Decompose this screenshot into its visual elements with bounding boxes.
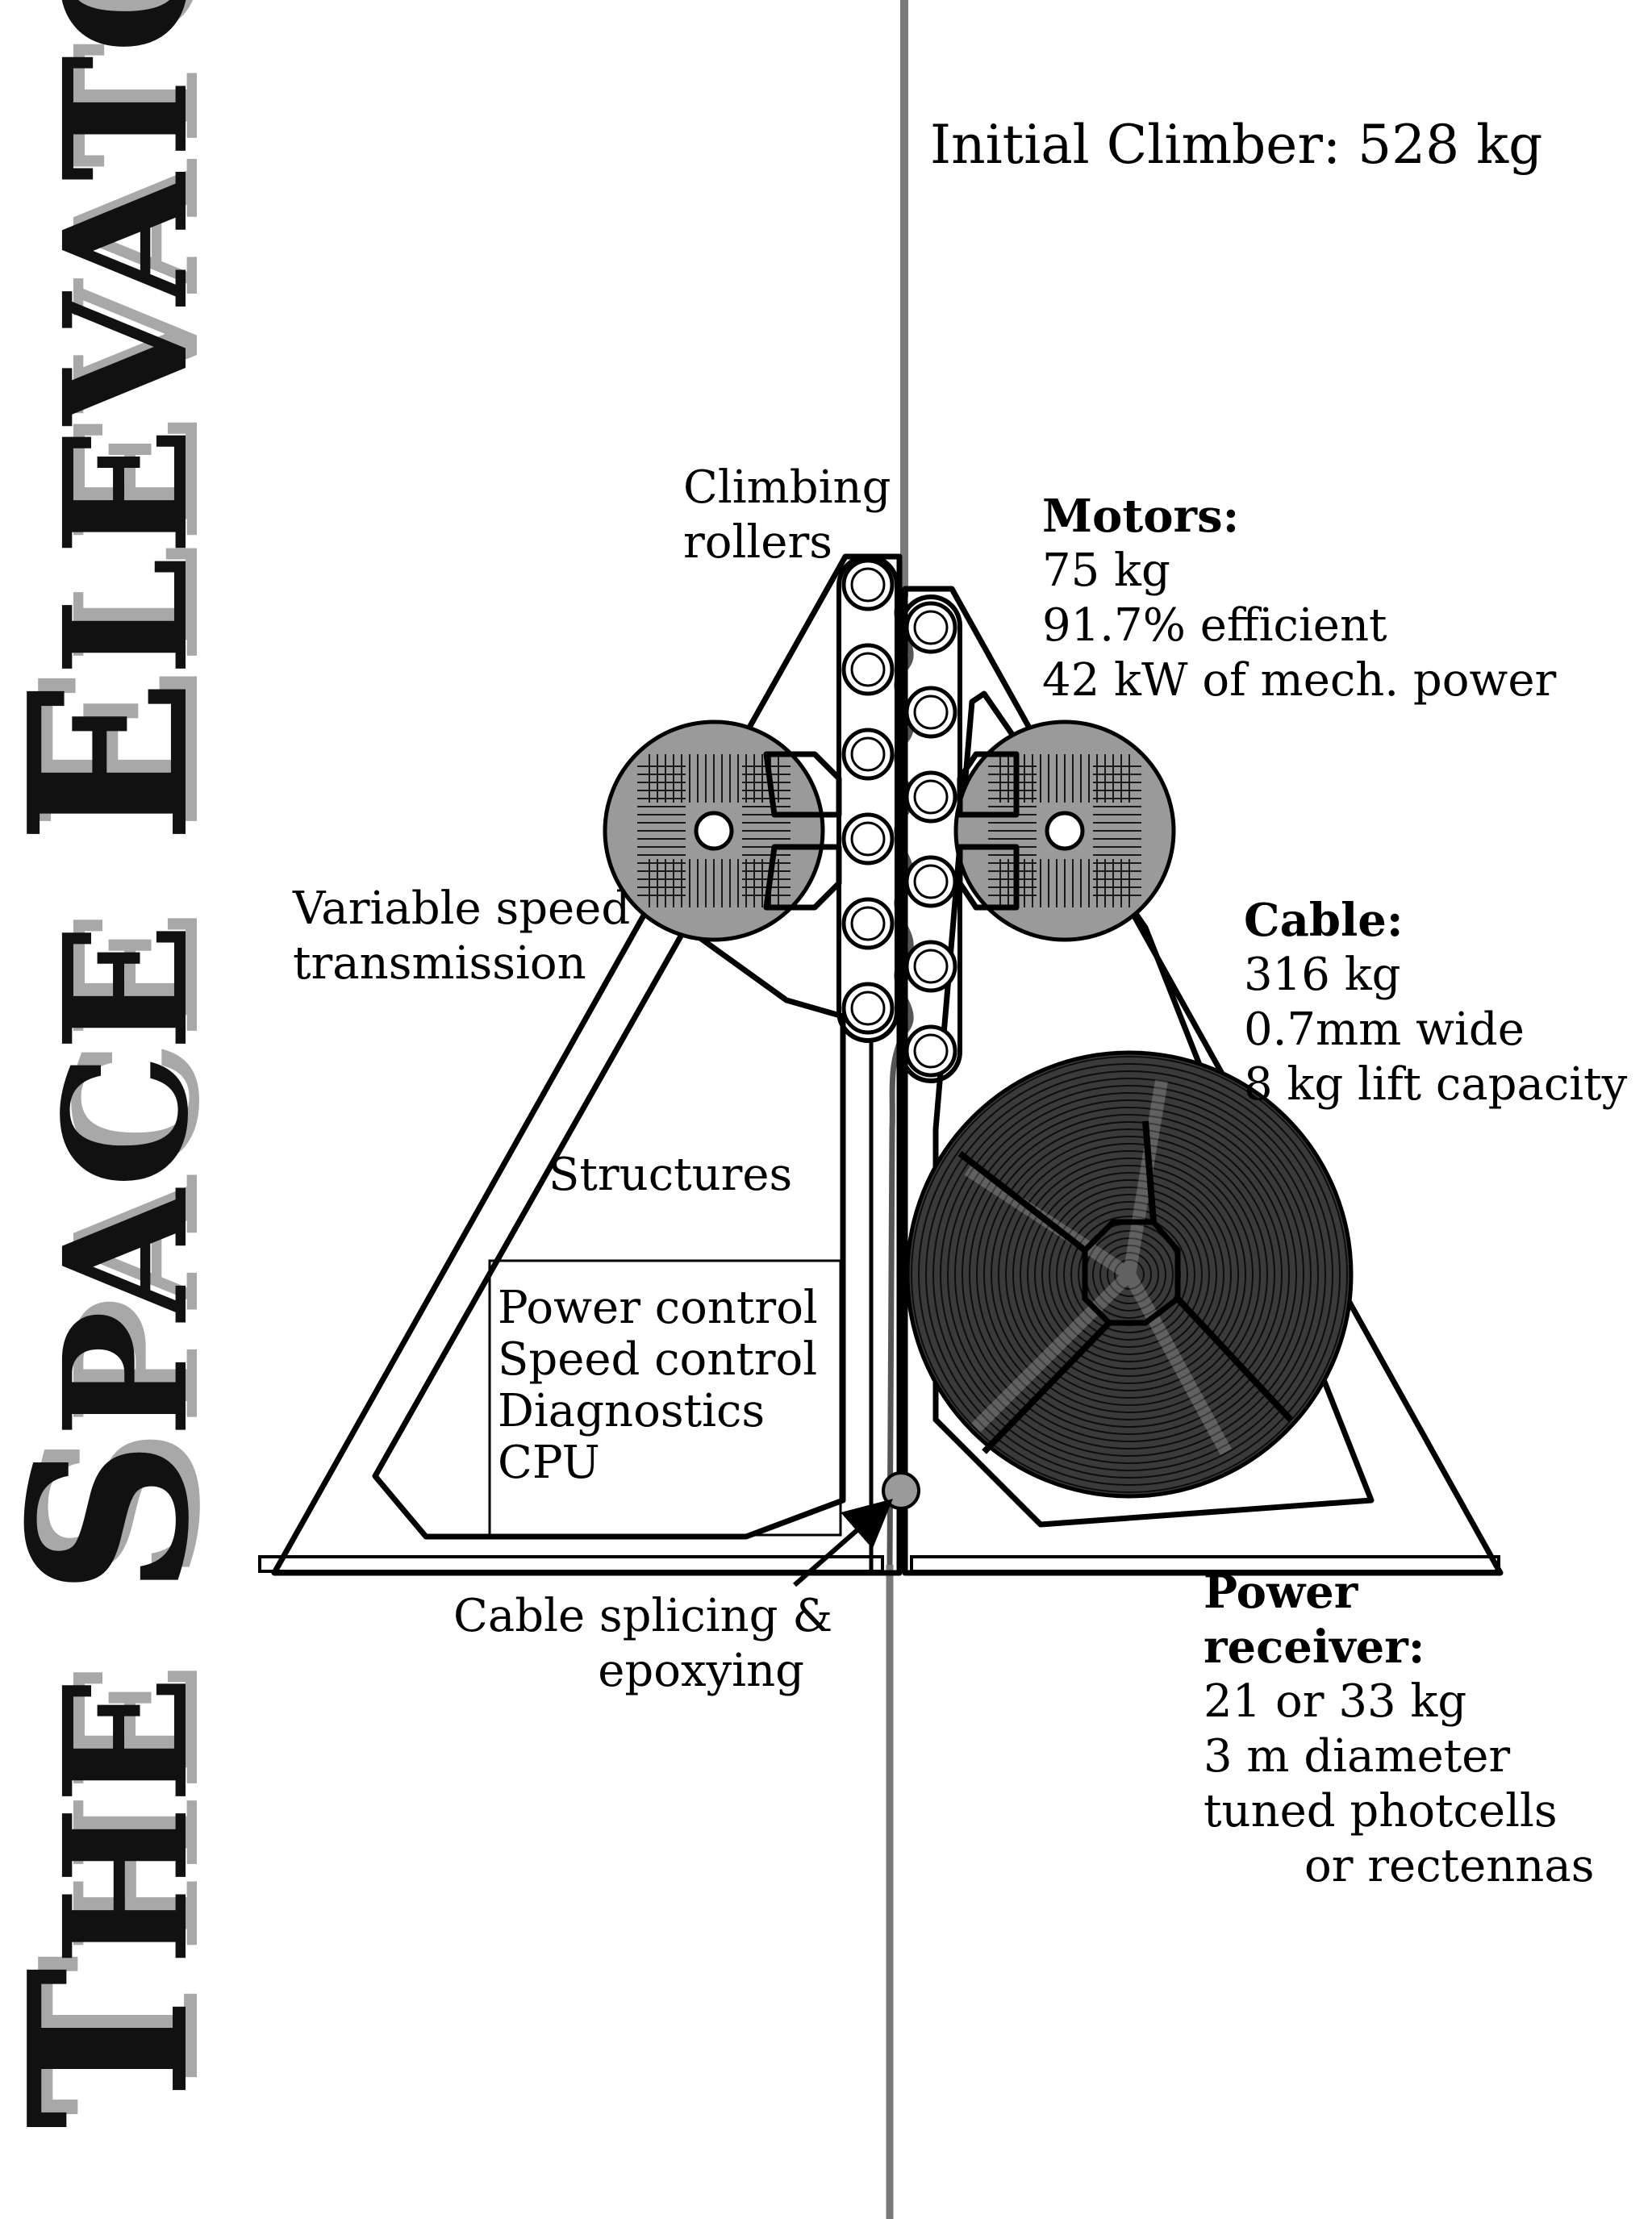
spool-winding: [911, 1056, 1348, 1493]
right-motor: [953, 720, 1176, 942]
spool-winding: [947, 1092, 1312, 1457]
left-motor: [603, 720, 842, 942]
left-roller-hub: [850, 652, 886, 687]
spool-winding: [983, 1128, 1275, 1420]
spool-winding: [976, 1121, 1283, 1428]
spool-winding: [1092, 1237, 1166, 1312]
spool-winding: [1027, 1172, 1232, 1377]
spool-winding: [969, 1114, 1290, 1435]
left-frame-inner: [372, 924, 846, 1540]
spool-winding: [1034, 1179, 1224, 1370]
spool-winding: [954, 1099, 1304, 1449]
label-structures: Structures: [549, 1149, 793, 1201]
right-roller-hub: [913, 949, 949, 984]
left-rollers: [841, 558, 895, 1035]
spool-winding: [932, 1078, 1326, 1471]
spool-winding: [1005, 1150, 1254, 1399]
spool-winding: [1041, 1187, 1217, 1362]
right-base-plate: [910, 1555, 1500, 1573]
spool-winding: [991, 1136, 1268, 1413]
label-climbing-rollers: Climbing rollers: [683, 461, 891, 569]
label-electronics: Power control Speed control Diagnostics …: [498, 1282, 818, 1489]
spool-winding: [962, 1107, 1297, 1442]
heading-initial-climber: Initial Climber: 528 kg: [930, 114, 1543, 176]
spec-cable: Cable: 316 kg 0.7mm wide 8 kg lift capac…: [1244, 894, 1628, 1111]
left-roller-hub: [850, 821, 886, 857]
spool-winding: [1070, 1216, 1188, 1333]
spec-motors: Motors: 75 kg 91.7% efficient 42 kW of m…: [1042, 490, 1557, 707]
spool-winding: [1049, 1194, 1210, 1355]
label-variable-speed-transmission: Variable speed transmission: [293, 882, 631, 990]
spool-winding: [1107, 1252, 1152, 1297]
label-cable-splicing: Cable splicing & epoxying: [453, 1590, 833, 1697]
spool-winding: [1099, 1245, 1159, 1304]
splicing-arrow: [793, 1499, 894, 1587]
left-roller-hub: [850, 991, 886, 1026]
right-roller-hub: [913, 779, 949, 815]
left-roller-hub: [850, 736, 886, 772]
spool-winding: [925, 1070, 1333, 1479]
spool-winding: [1056, 1201, 1203, 1348]
spool-winding: [940, 1085, 1319, 1464]
spec-power-receiver: Power receiver: 21 or 33 kg 3 m diameter…: [1204, 1566, 1595, 1892]
left-base-plate: [258, 1555, 884, 1573]
spool-winding: [1020, 1165, 1239, 1384]
left-frame-outer: [271, 553, 903, 1576]
right-roller-hub: [913, 864, 949, 899]
cable-spool: [905, 1050, 1354, 1499]
right-roller-hub: [913, 610, 949, 645]
spool-winding: [1114, 1259, 1145, 1290]
power-receiver-node: [882, 1471, 920, 1510]
right-roller-hub: [913, 694, 949, 730]
spool-winding: [1012, 1157, 1246, 1391]
left-roller-column: [836, 554, 899, 1043]
left-roller-hub: [850, 567, 886, 603]
spool-winding: [998, 1143, 1261, 1406]
spool-winding: [1063, 1208, 1195, 1341]
electronics-box: [488, 1259, 842, 1537]
left-roller-hub: [850, 906, 886, 941]
spool-winding: [918, 1063, 1341, 1486]
right-roller-hub: [913, 1033, 949, 1069]
right-rollers: [904, 601, 957, 1078]
